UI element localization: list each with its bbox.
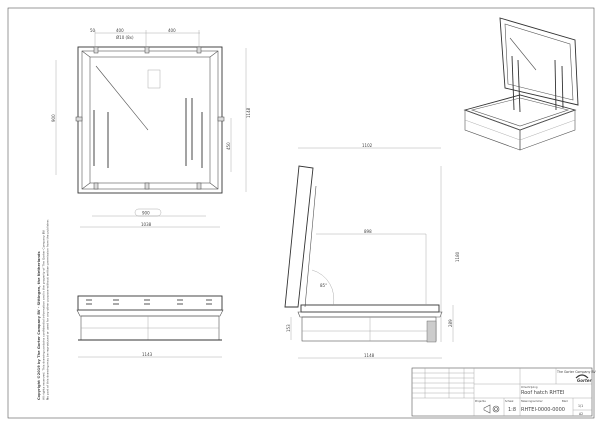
projection-label: Projectie [475,399,486,403]
scale-value: 1:8 [508,407,516,413]
dim-curb: 153 [286,324,291,332]
sheet-label: Blad [562,399,568,403]
dim-height: 1148 [246,107,251,118]
sheet-border [7,7,595,419]
gorter-logo: Gorter [575,374,593,383]
dim-height-open: 1180 [455,251,460,262]
drawing-number-label: Tekeningnummer [521,399,544,403]
support-strut [95,65,149,131]
dim-spacing-2: 400 [168,28,176,33]
title-label: Omschrijving [521,385,538,389]
company-name: The Gorter Company BV [556,370,596,374]
front-view: 1143 [76,295,224,358]
isometric-view [463,17,579,151]
side-view: 85° 898 1102 1180 153 289 1148 [284,143,460,359]
copyright-line-1: Copyright ©2019 by The Gorter Company BV… [37,251,41,400]
scale-label: Schaal [505,399,514,403]
dim-front-width: 1143 [142,352,153,357]
top-view: 50 400 400 Ø10 (8x) 900 1148 450 900 103… [51,28,251,228]
copyright-block: Copyright ©2019 by The Gorter Company BV… [37,219,50,400]
dim-overall: 1102 [362,143,373,148]
dim-holes: Ø10 (8x) [116,35,134,40]
svg-text:Gorter: Gorter [577,378,593,383]
dim-edge: 50 [90,28,96,33]
copyright-line-3: No part of this drawing may be reproduce… [46,219,50,400]
dim-left: 900 [51,114,56,122]
dim-hinge: 450 [226,142,231,150]
title-block: The Gorter Company BV Gorter Omschrijvin… [411,367,596,417]
dim-inner: 900 [142,211,150,216]
dim-reach: 898 [364,229,372,234]
copyright-line-2: All rights reserved. This drawing contai… [42,229,46,400]
projection-symbol-icon [483,404,500,414]
dim-total: 289 [448,319,453,327]
drawing-number: RHTEI-0000-0000 [521,407,565,413]
dim-outer: 1038 [141,222,152,227]
dim-base: 1148 [364,353,375,358]
drawing-title: Roof hatch RHTEI [521,390,564,396]
paper-format: A2 [579,412,583,416]
dim-angle: 85° [320,283,327,288]
sheet-number: 1/1 [578,404,583,408]
dim-spacing-1: 400 [116,28,124,33]
